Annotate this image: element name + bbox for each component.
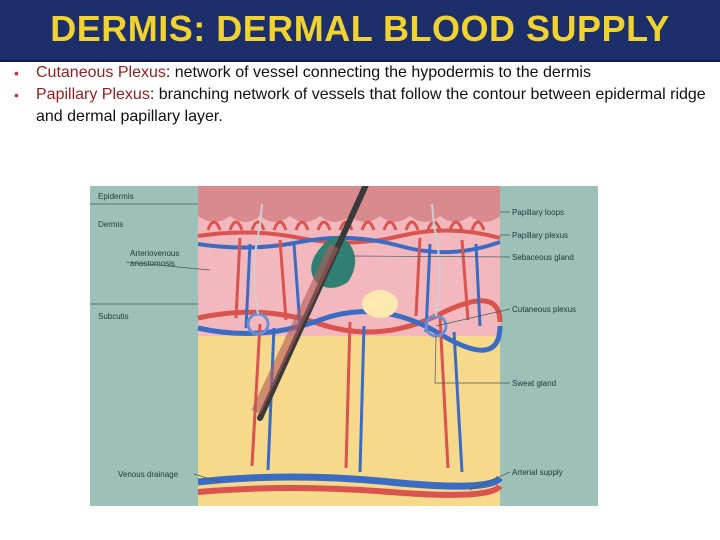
sweat-duct-right xyxy=(431,203,441,317)
sweat-duct-left xyxy=(253,203,263,315)
label-anastomosis: anastomosis xyxy=(130,259,175,268)
leader-lines xyxy=(90,203,511,491)
slide-title: DERMIS: DERMAL BLOOD SUPPLY xyxy=(50,8,670,49)
label-sweat-gland: Sweat gland xyxy=(512,379,556,388)
bullet-cutaneous-plexus: • Cutaneous Plexus: network of vessel co… xyxy=(10,62,710,84)
label-cutaneous-plexus: Cutaneous plexus xyxy=(512,305,576,314)
bullet-icon: • xyxy=(14,65,19,81)
label-papillary-plexus: Papillary plexus xyxy=(512,231,568,240)
label-papillary-loops: Papillary loops xyxy=(512,208,564,217)
title-bar: DERMIS: DERMAL BLOOD SUPPLY xyxy=(0,0,720,62)
hair-follicle-sheath xyxy=(251,243,339,415)
bullet-term: Cutaneous Plexus xyxy=(36,64,166,81)
label-dermis: Dermis xyxy=(98,220,123,229)
label-venous-drainage: Venous drainage xyxy=(118,470,179,479)
bullet-text: : branching network of vessels that foll… xyxy=(36,86,706,125)
bullet-list: • Cutaneous Plexus: network of vessel co… xyxy=(10,62,710,128)
epidermis-layer xyxy=(198,186,500,222)
skin-blood-supply-diagram: Epidermis Dermis Arteriovenous anastomos… xyxy=(90,186,598,506)
label-subcutis: Subcutis xyxy=(98,312,129,321)
papillary-plexus-artery xyxy=(197,228,501,245)
left-label-panel xyxy=(90,186,198,506)
label-sebaceous-gland: Sebaceous gland xyxy=(512,253,574,262)
label-arterial-supply: Arterial supply xyxy=(512,468,563,477)
bullet-term: Papillary Plexus xyxy=(36,86,150,103)
bullet-icon: • xyxy=(14,87,19,103)
label-epidermis: Epidermis xyxy=(98,192,134,201)
bullet-papillary-plexus: • Papillary Plexus: branching network of… xyxy=(10,84,710,128)
vertical-vessels-artery xyxy=(234,237,470,469)
cutaneous-plexus-artery xyxy=(197,298,503,335)
fat-lobule xyxy=(362,290,398,318)
right-label-panel xyxy=(500,186,598,506)
label-arteriovenous: Arteriovenous xyxy=(130,249,179,258)
bullet-text: : network of vessel connecting the hypod… xyxy=(165,64,591,81)
arterial-supply-vessel xyxy=(197,483,503,498)
